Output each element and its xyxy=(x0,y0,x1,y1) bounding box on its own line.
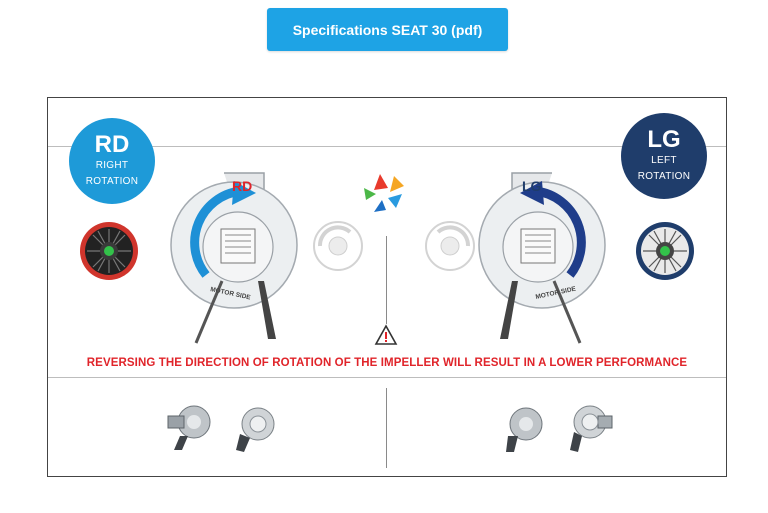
rd-fan-code: RD xyxy=(232,178,252,194)
lg-small-fan-icon-1 xyxy=(506,407,543,452)
company-logo-icon xyxy=(364,174,404,212)
lg-badge-code: LG xyxy=(647,126,681,153)
lg-small-fan-icon-2 xyxy=(570,405,613,452)
center-divider-lower xyxy=(386,388,387,468)
red-impeller-icon xyxy=(80,222,138,280)
specifications-pdf-button[interactable]: Specifications SEAT 30 (pdf) xyxy=(267,8,508,51)
lg-badge: LG LEFT ROTATION xyxy=(621,113,707,199)
lg-badge-line1: LEFT xyxy=(651,155,677,166)
rd-small-fan-icon-1 xyxy=(167,405,211,450)
warning-icon xyxy=(374,324,398,345)
bottom-divider xyxy=(48,377,726,378)
rotation-diagram-panel: RD RIGHT ROTATION LG LEFT ROTATION xyxy=(47,97,727,477)
performance-warning-text: REVERSING THE DIRECTION OF ROTATION OF T… xyxy=(86,357,688,369)
rd-badge: RD RIGHT ROTATION xyxy=(69,118,155,204)
center-divider-upper xyxy=(386,236,387,324)
rd-badge-line2: ROTATION xyxy=(85,176,139,187)
rd-badge-code: RD xyxy=(94,131,130,158)
navy-impeller-icon xyxy=(636,222,694,280)
rd-small-fan-icon-2 xyxy=(236,407,275,452)
lg-badge-line2: ROTATION xyxy=(637,171,691,182)
rd-fan-housing-icon: RD MOTOR SIDE xyxy=(170,172,298,344)
top-divider xyxy=(48,146,726,147)
lg-ghost-impeller-icon xyxy=(425,221,475,271)
rd-ghost-impeller-icon xyxy=(313,221,363,271)
rd-badge-line1: RIGHT xyxy=(95,160,129,171)
lg-fan-housing-icon: LG MOTOR SIDE xyxy=(478,172,606,344)
lg-fan-code: LG xyxy=(522,178,542,194)
